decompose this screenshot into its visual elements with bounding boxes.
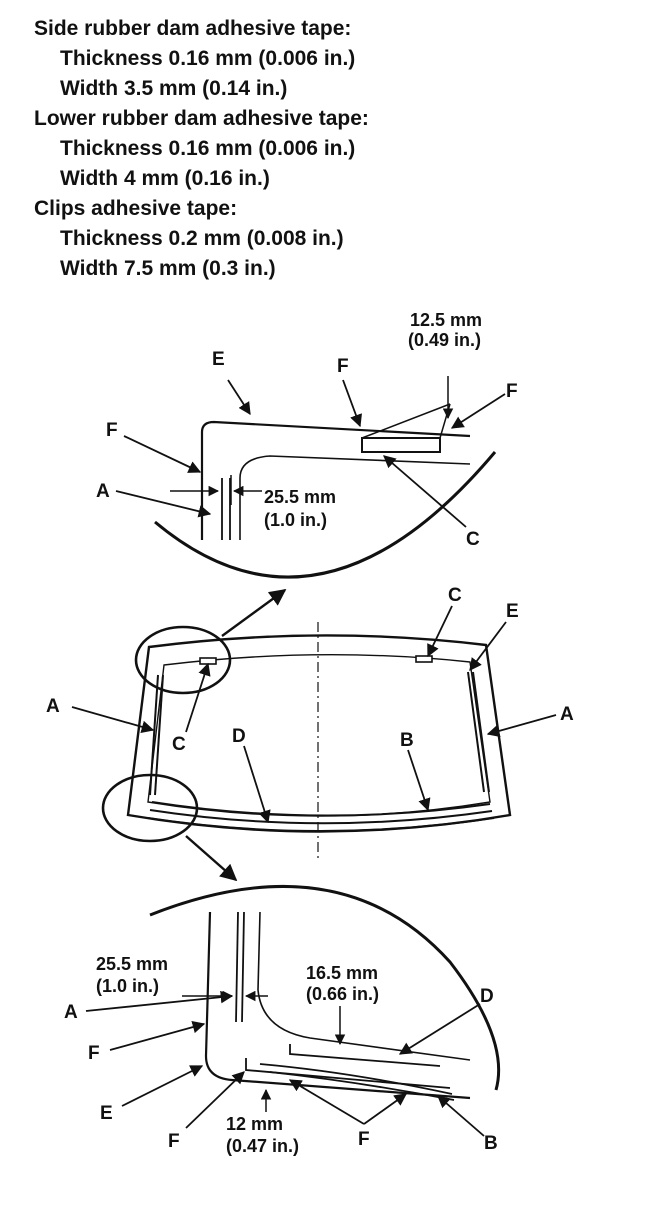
side-tape-title: Side rubber dam adhesive tape:: [34, 17, 352, 40]
label-A-top: A: [96, 481, 110, 502]
dim-bottom-edge-in: (0.47 in.): [226, 1136, 299, 1156]
side-tape-thickness: Thickness 0.16 mm (0.006 in.): [60, 47, 356, 70]
dim-bottom-side-mm: 25.5 mm: [96, 954, 168, 974]
arrow-to-top-detail: [221, 589, 287, 637]
arrow-to-bottom-detail: [185, 835, 238, 882]
top-dim-extension: [361, 403, 451, 439]
detail-circle-lower: [101, 773, 199, 843]
dim-bottom-side-in: (1.0 in.): [96, 976, 159, 996]
tape-specifications: Side rubber dam adhesive tape: Thickness…: [34, 14, 654, 284]
clips-tape-width: Width 7.5 mm (0.3 in.): [60, 257, 276, 280]
label-F-top-1: F: [337, 356, 349, 377]
bottom-clip-tape: [289, 1044, 441, 1067]
side-dam-right-1: [467, 671, 485, 793]
lower-dam-3: [147, 817, 495, 832]
windshield-inner-border: [147, 653, 491, 817]
bottom-detail-circle-arc: [149, 884, 501, 1091]
label-F-top-2: F: [506, 381, 518, 402]
label-E-bottom: E: [100, 1103, 113, 1124]
lower-tape-thickness: Thickness 0.16 mm (0.006 in.): [60, 137, 356, 160]
clips-tape-thickness: Thickness 0.2 mm (0.008 in.): [60, 227, 344, 250]
clip-tape-left: [199, 657, 217, 665]
bottom-lower-dam-1: [245, 1058, 451, 1089]
dim-bottom-lower-in: (0.66 in.): [306, 984, 379, 1004]
label-C-left: C: [172, 734, 186, 755]
label-D-main: D: [232, 726, 246, 747]
side-tape-width: Width 3.5 mm (0.14 in.): [60, 77, 288, 100]
label-F-bottom-3: F: [358, 1129, 370, 1150]
dim-bottom-edge-mm: 12 mm: [226, 1114, 283, 1134]
dim-top-right-mm: 12.5 mm: [410, 310, 482, 330]
bottom-detail-view: 25.5 mm (1.0 in.) 16.5 mm (0.66 in.) 12 …: [64, 884, 501, 1156]
bottom-side-dam-line-2: [241, 911, 245, 1023]
label-A-right: A: [560, 704, 574, 725]
label-E-top: E: [212, 349, 225, 370]
detail-circle-upper: [134, 625, 232, 695]
top-detail-view: E F F F A C 12.5 mm (0.49 in.) 25.5 mm (…: [96, 310, 518, 579]
label-A-bottom: A: [64, 1002, 78, 1023]
dim-top-side-in: (1.0 in.): [264, 510, 327, 530]
label-B-bottom: B: [484, 1133, 498, 1154]
dim-top-right-in: (0.49 in.): [408, 330, 481, 350]
label-B-main: B: [400, 730, 414, 751]
label-F-top-3: F: [106, 420, 118, 441]
label-F-bottom-1: F: [88, 1043, 100, 1064]
dim-top-side-mm: 25.5 mm: [264, 487, 336, 507]
top-clip-tape: [361, 437, 441, 453]
label-F-bottom-2: F: [168, 1131, 180, 1152]
bottom-lower-dam-3: [269, 1071, 455, 1101]
bottom-side-dam-line-1: [235, 911, 239, 1023]
lower-tape-title: Lower rubber dam adhesive tape:: [34, 107, 369, 130]
clips-tape-title: Clips adhesive tape:: [34, 197, 238, 220]
bottom-lower-dam-2: [259, 1063, 453, 1095]
bottom-ceramic-border: [257, 911, 471, 1061]
top-glass-edge: [200, 420, 471, 540]
label-A-left: A: [46, 696, 60, 717]
lower-tape-width: Width 4 mm (0.16 in.): [60, 167, 270, 190]
label-D-bottom: D: [480, 986, 494, 1007]
top-detail-circle-arc: [154, 451, 497, 579]
label-C-right: C: [448, 585, 462, 606]
top-ceramic-border: [239, 455, 471, 540]
label-C-top: C: [466, 529, 480, 550]
side-dam-right-2: [472, 671, 490, 793]
main-windshield-view: A A C C E D B: [46, 585, 574, 882]
clip-tape-right: [415, 655, 433, 663]
label-E-main: E: [506, 601, 519, 622]
dim-bottom-lower-mm: 16.5 mm: [306, 963, 378, 983]
